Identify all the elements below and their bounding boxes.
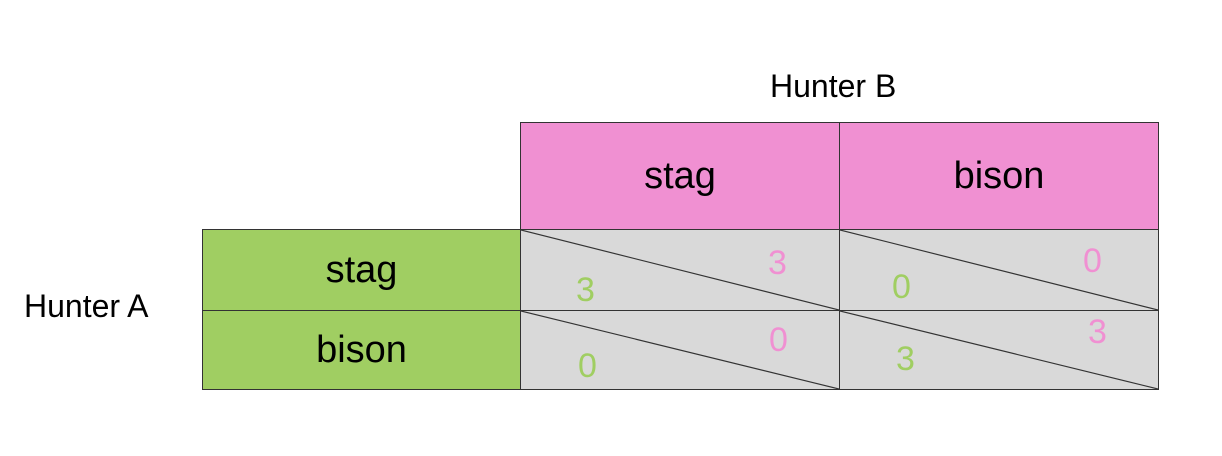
cell-diagonal [521, 230, 839, 310]
payoff-cell-stag-stag: 3 3 [520, 229, 840, 311]
payoff-a: 0 [578, 347, 597, 385]
column-header-stag: stag [520, 122, 840, 230]
column-header-bison: bison [839, 122, 1159, 230]
payoff-cell-bison-bison: 3 3 [839, 310, 1159, 390]
cell-diagonal [521, 311, 839, 389]
row-header-bison: bison [202, 310, 521, 390]
row-header-label: stag [325, 248, 398, 291]
payoff-cell-bison-stag: 0 0 [520, 310, 840, 390]
cell-diagonal [840, 230, 1158, 310]
payoff-a: 3 [896, 340, 915, 378]
cell-diagonal [840, 311, 1158, 389]
payoff-cell-stag-bison: 0 0 [839, 229, 1159, 311]
row-header-label: bison [316, 328, 407, 371]
column-header-label: stag [644, 154, 716, 197]
payoff-a: 3 [576, 271, 595, 309]
column-header-label: bison [953, 154, 1045, 197]
row-header-stag: stag [202, 229, 521, 311]
payoff-b: 3 [768, 244, 787, 282]
payoff-a: 0 [892, 268, 911, 306]
payoff-b: 0 [1083, 242, 1102, 280]
player-b-label: Hunter B [770, 68, 897, 104]
payoff-b: 3 [1088, 313, 1107, 351]
payoff-b: 0 [769, 321, 788, 359]
player-a-label: Hunter A [24, 288, 149, 324]
